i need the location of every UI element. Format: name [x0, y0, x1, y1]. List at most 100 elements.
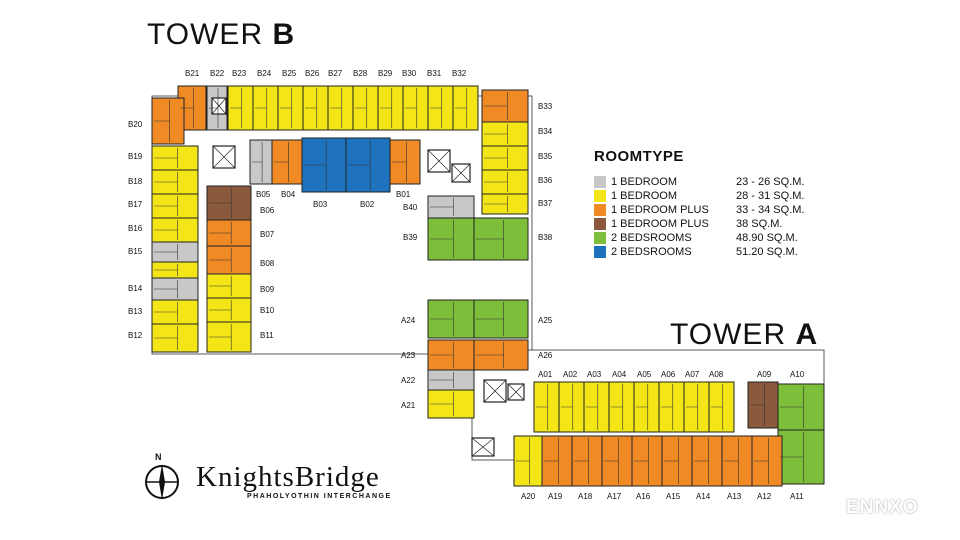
unit-label-a22: A22	[401, 376, 416, 385]
unit-label-a09: A09	[757, 370, 772, 379]
unit-partition	[661, 384, 674, 430]
unit-partition	[664, 438, 679, 484]
unit-partition	[430, 372, 454, 388]
unit-partition	[484, 172, 508, 192]
unit-label-a02: A02	[563, 370, 578, 379]
unit-label-a15: A15	[666, 492, 681, 501]
unit-partition	[209, 222, 232, 244]
unit-label-a10: A10	[790, 370, 805, 379]
unit-partition	[209, 324, 232, 350]
unit-label-a05: A05	[637, 370, 652, 379]
unit-partition	[405, 88, 418, 128]
unit-label-b23: B23	[232, 69, 247, 78]
legend-swatch	[594, 176, 606, 188]
unit-label-a13: A13	[727, 492, 742, 501]
unit-partition	[455, 88, 468, 128]
unit-label-a24: A24	[401, 316, 416, 325]
unit-partition	[724, 438, 739, 484]
unit-partition	[484, 124, 508, 144]
unit-partition	[430, 88, 443, 128]
legend-title: ROOMTYPE	[594, 148, 684, 165]
tower-b-title: TOWER B	[147, 18, 296, 51]
unit-label-b10: B10	[260, 306, 275, 315]
unit-partition	[780, 432, 804, 482]
legend-room-size: 23 - 26 SQ.M.	[736, 176, 805, 188]
legend-room-name: 1 BEDROOM PLUS	[611, 204, 709, 216]
unit-partition	[561, 384, 574, 430]
unit-label-b16: B16	[128, 224, 143, 233]
unit-label-a17: A17	[607, 492, 622, 501]
unit-partition	[355, 88, 368, 128]
legend-swatch	[594, 190, 606, 202]
unit-partition	[430, 220, 454, 258]
compass-north-label: N	[155, 452, 162, 462]
unit-label-a04: A04	[612, 370, 627, 379]
legend-room-size: 28 - 31 SQ.M.	[736, 190, 805, 202]
unit-partition	[636, 384, 649, 430]
brand-tagline: PHAHOLYOTHIN INTERCHANGE	[247, 493, 392, 500]
unit-label-b07: B07	[260, 230, 275, 239]
unit-partition	[780, 386, 804, 428]
unit-partition	[154, 280, 178, 298]
unit-partition	[154, 196, 178, 216]
unit-label-b21: B21	[185, 69, 200, 78]
unit-label-b01: B01	[396, 190, 411, 199]
unit-label-b15: B15	[128, 247, 143, 256]
unit-partition	[694, 438, 709, 484]
unit-partition	[180, 88, 194, 128]
unit-partition	[430, 342, 454, 368]
unit-partition	[604, 438, 619, 484]
unit-label-b35: B35	[538, 152, 553, 161]
unit-label-a23: A23	[401, 351, 416, 360]
unit-partition	[750, 384, 765, 426]
watermark: ENNXO	[846, 497, 919, 518]
unit-partition	[209, 276, 232, 296]
unit-label-b25: B25	[282, 69, 297, 78]
unit-label-b13: B13	[128, 307, 143, 316]
unit-label-a12: A12	[757, 492, 772, 501]
legend-swatch	[594, 246, 606, 258]
unit-label-b03: B03	[313, 200, 328, 209]
core-cross	[451, 163, 471, 183]
legend-room-size: 48.90 SQ.M.	[736, 232, 798, 244]
legend-room-name: 1 BEDROOM PLUS	[611, 218, 709, 230]
unit-label-b27: B27	[328, 69, 343, 78]
unit-partition	[380, 88, 393, 128]
unit-partition	[586, 384, 599, 430]
legend-room-name: 2 BEDSROOMS	[611, 232, 692, 244]
unit-label-b33: B33	[538, 102, 553, 111]
unit-partition	[634, 438, 649, 484]
unit-partition	[430, 302, 454, 336]
unit-label-a14: A14	[696, 492, 711, 501]
unit-partition	[476, 220, 504, 258]
legend-swatch	[594, 218, 606, 230]
compass: N	[145, 452, 185, 504]
unit-label-b02: B02	[360, 200, 375, 209]
unit-partition	[476, 342, 504, 368]
unit-partition	[209, 188, 232, 218]
unit-partition	[255, 88, 268, 128]
unit-partition	[536, 384, 549, 430]
unit-partition	[209, 300, 232, 320]
unit-label-a08: A08	[709, 370, 724, 379]
unit-label-b34: B34	[538, 127, 553, 136]
unit-partition	[230, 88, 243, 128]
core-cross	[212, 145, 236, 169]
unit-label-b09: B09	[260, 285, 275, 294]
unit-partition	[754, 438, 769, 484]
unit-partition	[330, 88, 343, 128]
unit-label-a16: A16	[636, 492, 651, 501]
unit-partition	[430, 392, 454, 416]
legend-room-size: 38 SQ.M.	[736, 218, 783, 230]
unit-partition	[154, 220, 178, 240]
unit-label-a21: A21	[401, 401, 416, 410]
unit-label-b14: B14	[128, 284, 143, 293]
unit-partition	[274, 142, 289, 182]
unit-label-b22: B22	[210, 69, 225, 78]
unit-partition	[476, 302, 504, 336]
tower-a-title: TOWER A	[670, 318, 819, 351]
legend-swatch	[594, 204, 606, 216]
brand-logo: KnightsBridge	[196, 461, 380, 493]
